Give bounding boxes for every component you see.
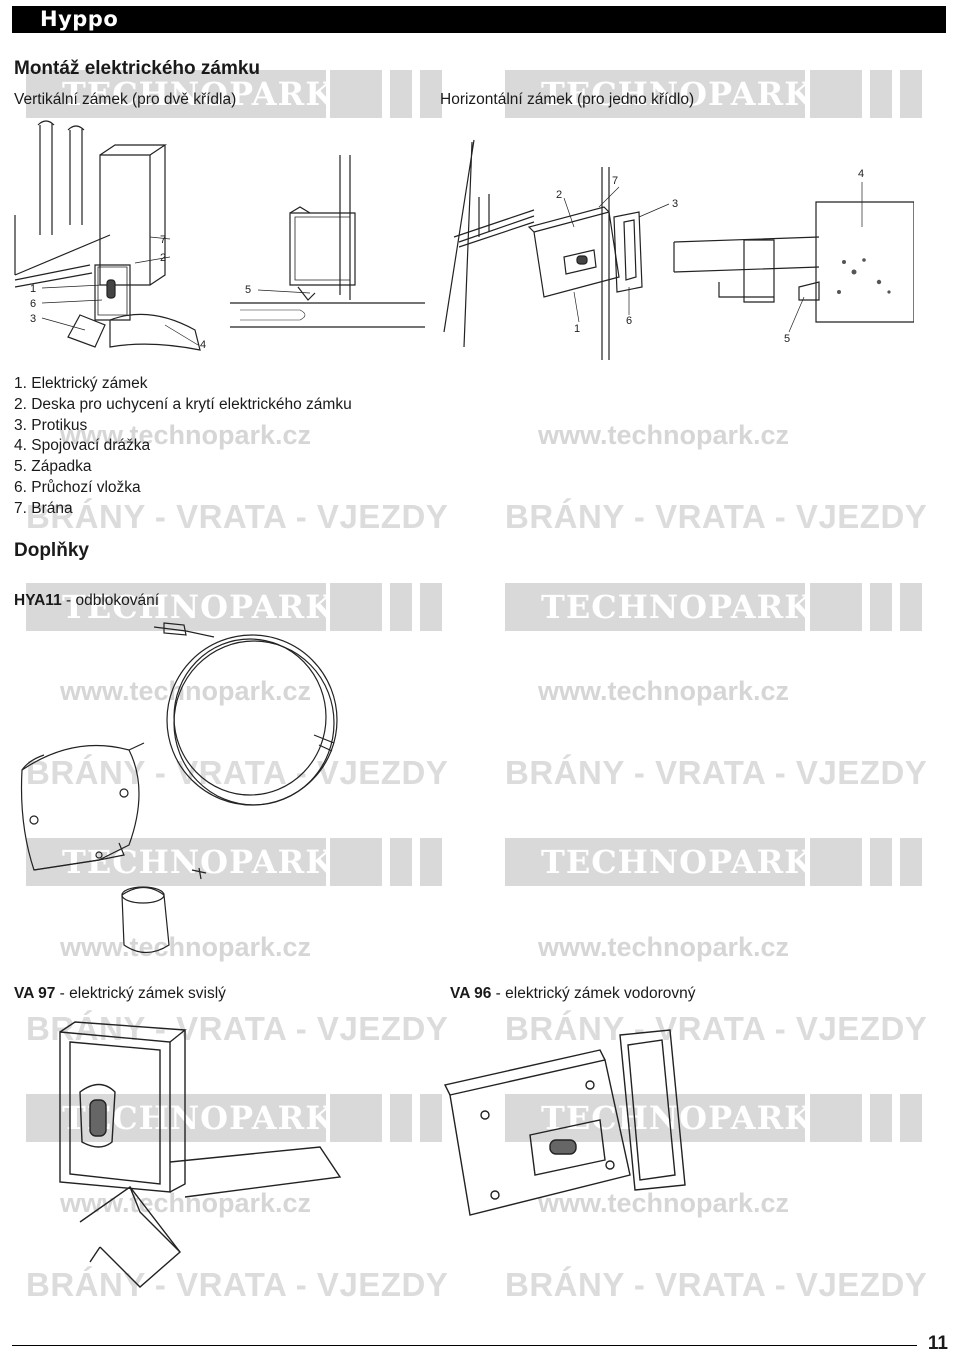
watermark-bar xyxy=(900,1094,922,1142)
svg-text:1: 1 xyxy=(30,283,36,295)
va97-desc: - elektrický zámek svislý xyxy=(55,985,226,1002)
watermark-bar xyxy=(420,70,442,118)
legend-item: 4. Spojovací drážka xyxy=(14,437,151,455)
watermark-bar xyxy=(870,1094,892,1142)
svg-text:6: 6 xyxy=(626,315,632,327)
watermark-bar xyxy=(810,583,840,631)
legend-item: 1. Elektrický zámek xyxy=(14,375,148,392)
header-bar: Hyppo xyxy=(12,6,946,33)
watermark-tagline: BRÁNY - VRATA - VJEZDY xyxy=(505,1266,928,1303)
watermark-url: www.technopark.cz xyxy=(538,676,790,706)
left-figure-caption: Vertikální zámek (pro dvě křídla) xyxy=(14,91,237,108)
parts-legend: 1. Elektrický zámek 2. Deska pro uchycen… xyxy=(14,374,352,520)
va96-desc: - elektrický zámek vodorovný xyxy=(491,985,696,1002)
accessories-title: Doplňky xyxy=(14,540,89,561)
watermark-bar xyxy=(420,838,442,886)
watermark-tagline: BRÁNY - VRATA - VJEZDY xyxy=(505,498,928,535)
legend-item: 5. Západka xyxy=(14,458,92,476)
watermark-bar xyxy=(840,838,862,886)
section-title: Montáž elektrického zámku xyxy=(14,58,261,79)
va96-code: VA 96 xyxy=(450,985,492,1002)
watermark-bar xyxy=(840,70,862,118)
brand-logo: Hyppo xyxy=(40,7,119,31)
watermark-bar xyxy=(390,1094,412,1142)
legend-item: 3. Protikus xyxy=(14,416,88,434)
watermark-bar xyxy=(900,583,922,631)
right-figure-caption: Horizontální zámek (pro jedno křídlo) xyxy=(440,91,695,108)
watermark-bar xyxy=(810,1094,840,1142)
svg-text:6: 6 xyxy=(30,298,36,310)
watermark-bar xyxy=(900,838,922,886)
legend-item: 6. Průchozí vložka xyxy=(14,478,141,496)
svg-text:2: 2 xyxy=(556,189,562,201)
watermark-bar xyxy=(840,1094,862,1142)
watermark-logo-box: TECHNOPARK® xyxy=(505,838,845,886)
watermark-bar xyxy=(330,70,360,118)
watermark-logo-box: TECHNOPARK® xyxy=(505,583,845,631)
svg-text:1: 1 xyxy=(574,323,580,335)
svg-text:5: 5 xyxy=(784,333,790,345)
watermark-bar xyxy=(900,70,922,118)
va97-vertical-lock-illustration xyxy=(20,1012,350,1312)
va96-label: VA 96 - elektrický zámek vodorovný xyxy=(450,985,696,1003)
watermark-bar xyxy=(870,70,892,118)
hya11-desc: - odblokování xyxy=(61,592,160,609)
watermark-bar xyxy=(420,583,442,631)
watermark-bar xyxy=(360,70,382,118)
page-number: 11 xyxy=(927,1333,948,1353)
watermark-bar xyxy=(810,838,840,886)
vertical-lock-installation-figure: 7 2 1 6 3 5 4 xyxy=(10,115,435,351)
watermark-bar xyxy=(360,583,382,631)
watermark-url: www.technopark.cz xyxy=(538,420,790,450)
watermark-bar xyxy=(810,70,840,118)
va97-label: VA 97 - elektrický zámek svislý xyxy=(14,985,226,1003)
watermark-tagline: BRÁNY - VRATA - VJEZDY xyxy=(505,754,928,791)
watermark-bar xyxy=(870,838,892,886)
watermark-bar xyxy=(420,1094,442,1142)
watermark-bar xyxy=(840,583,862,631)
va97-code: VA 97 xyxy=(14,985,56,1002)
horizontal-lock-installation-figure: 2 7 3 4 1 6 5 xyxy=(434,132,914,360)
watermark-bar xyxy=(390,583,412,631)
svg-text:7: 7 xyxy=(160,234,166,246)
svg-text:4: 4 xyxy=(200,339,206,351)
hya11-release-kit-illustration xyxy=(14,615,344,960)
footer-rule xyxy=(12,1345,917,1346)
svg-text:3: 3 xyxy=(30,313,36,325)
svg-text:4: 4 xyxy=(858,168,864,180)
hya11-label: HYA11 - odblokování xyxy=(14,592,159,610)
svg-text:5: 5 xyxy=(245,284,251,296)
va96-horizontal-lock-illustration xyxy=(440,1025,740,1240)
svg-text:3: 3 xyxy=(672,198,678,210)
watermark-logo-text: TECHNOPARK® xyxy=(541,588,846,626)
watermark-bar xyxy=(390,70,412,118)
watermark-bar xyxy=(360,838,382,886)
watermark-bar xyxy=(390,838,412,886)
watermark-bar xyxy=(870,583,892,631)
watermark-logo-text: TECHNOPARK® xyxy=(541,843,846,881)
svg-text:7: 7 xyxy=(612,175,618,187)
legend-item: 2. Deska pro uchycení a krytí elektrické… xyxy=(14,395,352,413)
watermark-url: www.technopark.cz xyxy=(538,932,790,962)
legend-item: 7. Brána xyxy=(14,499,73,517)
watermark-bar xyxy=(360,1094,382,1142)
hya11-code: HYA11 xyxy=(14,592,62,609)
